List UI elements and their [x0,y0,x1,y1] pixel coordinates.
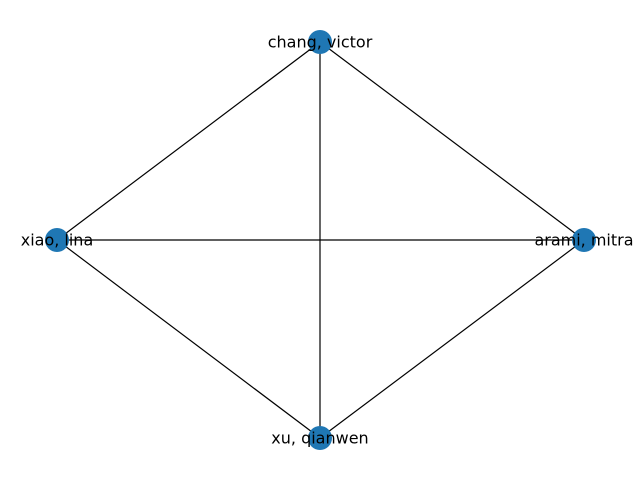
nodes-layer [45,30,596,450]
node-label-xu: xu, qianwen [271,429,368,448]
edge-chang-xiao [56,41,321,241]
node-xiao [45,228,69,252]
labels-layer: chang, victor xiao, lina arami, mitra xu, q… [21,33,634,448]
node-label-arami: arami, mitra [534,231,633,250]
edge-chang-arami [319,41,585,241]
node-label-xiao: xiao, lina [21,231,94,250]
edges-layer [56,41,585,439]
node-xu [308,426,332,450]
node-label-chang: chang, victor [268,33,373,52]
edge-xiao-xu [56,239,321,439]
edge-arami-xu [319,239,585,439]
node-arami [572,228,596,252]
node-chang [308,30,332,54]
